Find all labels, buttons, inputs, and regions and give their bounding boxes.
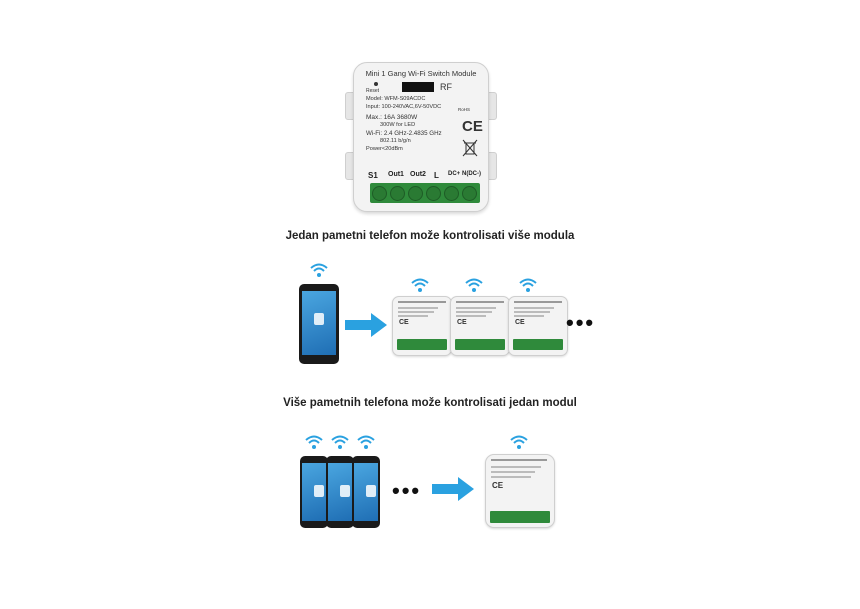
ellipsis: ••• [392,478,422,503]
terminal-block [490,511,550,523]
rf-indicator [402,82,434,92]
terminal-label: Out1 [388,171,404,178]
module-title: Mini 1 Gang Wi-Fi Switch Module [365,69,477,78]
wifi-icon [310,263,328,277]
ce-mark: CE [457,319,467,326]
terminal-screw [372,186,387,201]
wifi-icon [519,278,537,292]
ce-mark: CE [492,481,504,490]
module-body: Mini 1 Gang Wi-Fi Switch Module Reset RF… [353,62,489,212]
spec-line: Power<20dBm [366,146,403,152]
smartphone [299,284,339,364]
spec-line: 300W for LED [380,122,416,128]
spec-line: Wi-Fi: 2.4 GHz-2.4835 GHz [366,130,442,137]
ce-mark: CE [462,118,483,135]
terminal-label: DC+ [448,171,461,177]
smartphone [300,456,328,528]
terminal-label: S1 [368,171,378,180]
terminal-label: Out2 [410,171,426,178]
terminal-block [397,339,447,350]
wifi-icon [465,278,483,292]
terminal-screw [408,186,423,201]
terminal-label: L [434,171,439,180]
smartphone [352,456,380,528]
terminal-screw [444,186,459,201]
terminal-block [455,339,505,350]
arrow-right-icon [345,313,387,337]
terminal-label: N(DC-) [462,171,481,177]
terminal-screw [426,186,441,201]
smartphone [326,456,354,528]
weee-bin-icon [462,139,478,157]
terminal-screw [462,186,477,201]
small-switch-module: CE [392,296,452,356]
spec-line: Model: WFM-S09ACDC [366,96,426,102]
spec-line: 802.11 b/g/n [380,138,411,144]
terminal-block [513,339,563,350]
spec-line: Max.: 16A 3680W [366,114,418,121]
ce-mark: CE [399,319,409,326]
caption-one-phone: Jedan pametni telefon može kontrolisati … [285,230,575,242]
rf-label: RF [440,82,452,92]
rohs-label: RoHS [458,107,471,112]
small-switch-module: CE [508,296,568,356]
ellipsis: ••• [566,310,596,335]
wifi-icon [510,435,528,449]
wifi-icon [411,278,429,292]
reset-button [374,82,378,86]
small-switch-module: CE [485,454,555,528]
terminal-block [370,183,480,203]
small-switch-module: CE [450,296,510,356]
caption-many-phones: Više pametnih telefona može kontrolisati… [283,397,577,409]
reset-label: Reset [366,88,380,94]
wifi-switch-module: Mini 1 Gang Wi-Fi Switch Module Reset RF… [345,62,497,212]
ce-mark: CE [515,319,525,326]
wifi-icon [357,435,375,449]
terminal-screw [390,186,405,201]
wifi-icon [305,435,323,449]
arrow-right-icon [432,477,474,501]
wifi-icon [331,435,349,449]
spec-line: Input: 100-240VAC,6V-50VDC [366,104,442,110]
